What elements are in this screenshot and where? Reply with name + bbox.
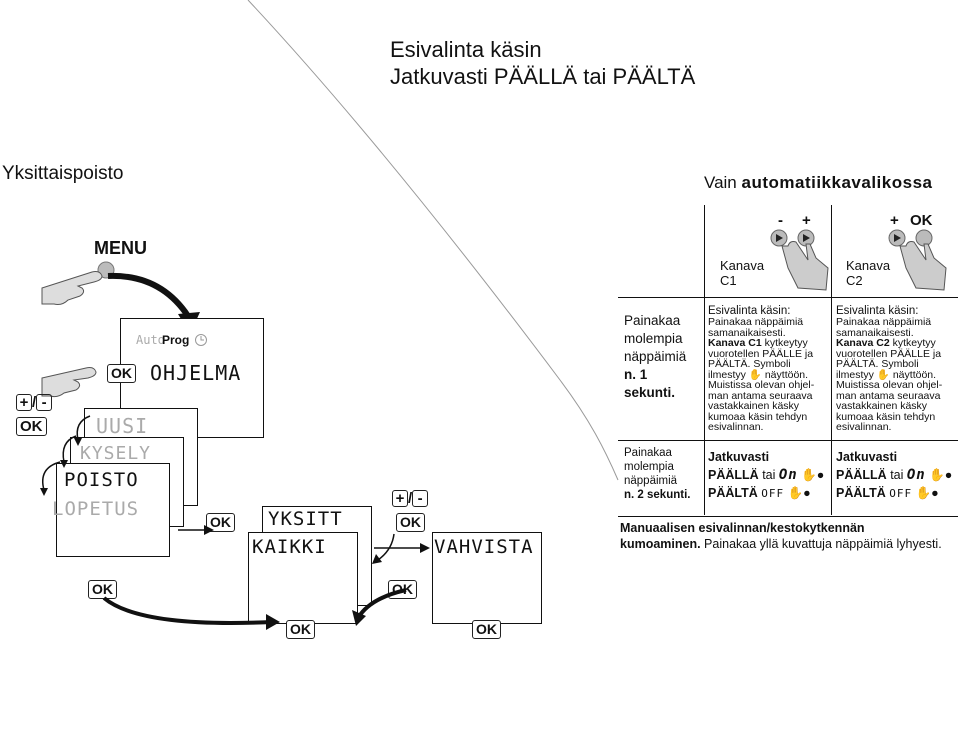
ok-button-left[interactable]: OK [16,417,47,436]
ok-button-bottom-2[interactable]: OK [286,620,315,639]
clock-icon [195,334,207,346]
hand-off-icon: ✋● [787,486,811,500]
hand-on-icon: ✋● [801,468,825,482]
display-poisto [56,463,170,557]
ok-button-ohjelma[interactable]: OK [107,364,136,383]
c2-hand-buttons-icon[interactable] [886,228,948,292]
c2-ok: OK [910,212,933,229]
display-vahvista-text: VAHVISTA [434,536,534,558]
c1-label: Kanava C1 [720,258,765,288]
row1-left-text: Painakaa molempia näppäimiä n. 1 sekunti… [624,313,687,400]
footer-note: Manuaalisen esivalinnan/kestokytkennän k… [620,521,942,551]
section-left-title: Yksittaispoisto [2,163,124,184]
arrow-bottom-2 [352,588,407,626]
page-title: Esivalinta käsin Jatkuvasti PÄÄLLÄ tai P… [390,37,696,89]
ok-button-bottom-1[interactable]: OK [88,580,117,599]
arrow-to-yksitt [178,525,214,535]
row2-left-text: Painakaa molempia näppäimiä n. 2 sekunti… [624,447,691,501]
minus-key[interactable]: - [412,490,429,507]
arrow-to-vahvista [374,543,430,553]
c1-plus: + [802,212,811,229]
hand-off-icon: ✋● [915,486,939,500]
plus-key[interactable]: + [16,394,32,411]
display-poisto-text: POISTO [64,469,139,491]
table-frame [618,297,958,517]
plus-minus-keys-left[interactable]: +/- [16,394,53,411]
row1-c2-text: Esivalinta käsin: Painakaa näppäimiä sam… [836,305,943,433]
ok-button-bottom-4[interactable]: OK [472,620,501,639]
row1-c1-text: Esivalinta käsin: Painakaa näppäimiä sam… [708,305,815,433]
table-col-divider-1 [704,297,705,515]
channel-header-divider [831,205,832,297]
display-yksitt-text: YKSITT [268,508,343,530]
plus-minus-keys-middle[interactable]: +/- [392,490,429,507]
table-row-divider [618,440,958,441]
plus-key[interactable]: + [392,490,408,507]
arrow-bottom-1 [102,596,280,630]
hand-symbol-icon: ✋ [748,368,762,381]
c2-label: Kanava C2 [846,258,891,288]
channel-header-frame [704,205,959,297]
display-lopetus-text: LOPETUS [52,498,140,520]
minus-key[interactable]: - [36,394,53,411]
hand-press-ok-icon [41,367,97,398]
display-ohjelma-text: OHJELMA [150,361,242,385]
display-kysely-text: KYSELY [80,443,152,464]
c1-minus: - [778,212,783,229]
display-kaikki-text: KAIKKI [252,536,327,558]
ok-button-middle[interactable]: OK [396,513,425,532]
display-prog-label: Prog [162,333,190,347]
row2-c1-text: Jatkuvasti PÄÄLLÄ tai On ✋● PÄÄLTÄ OFF ✋… [708,450,825,500]
display-auto-label: Auto [136,333,165,347]
c1-hand-buttons-icon[interactable] [768,228,830,292]
c2-plus: + [890,212,899,229]
scroll-arrows-left [40,415,91,496]
row2-c2-text: Jatkuvasti PÄÄLLÄ tai On ✋● PÄÄLTÄ OFF ✋… [836,450,953,500]
hand-on-icon: ✋● [929,468,953,482]
hand-symbol-icon: ✋ [876,368,890,381]
display-vahvista [432,532,542,624]
display-uusi-text: UUSI [96,414,149,438]
ok-button-poisto[interactable]: OK [206,513,235,532]
section-right-title: Vain automatiikkavalikossa [704,173,933,192]
table-col-divider-2 [831,297,832,515]
menu-label: MENU [94,238,147,258]
